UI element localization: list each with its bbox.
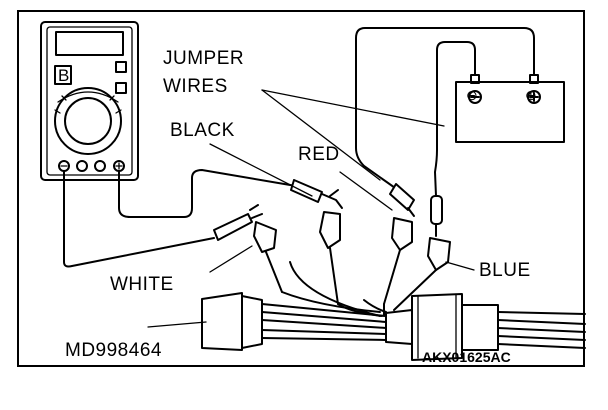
meter-lead-left bbox=[63, 170, 263, 268]
multimeter bbox=[40, 21, 139, 181]
meter-buttons-right bbox=[115, 61, 127, 94]
meter-mode-button bbox=[54, 65, 72, 85]
battery-negative-symbol: ⊖ bbox=[466, 87, 479, 103]
label-blue: BLUE bbox=[479, 260, 531, 281]
label-white: WHITE bbox=[110, 274, 174, 295]
meter-lead-right bbox=[118, 169, 343, 218]
harness-lead-bundle bbox=[281, 261, 387, 317]
jumper-wire-positive bbox=[355, 27, 535, 217]
figure-code: AKX01625AC bbox=[422, 349, 511, 365]
test-harness bbox=[201, 292, 586, 361]
clip-blue bbox=[393, 237, 451, 311]
figure-frame bbox=[17, 10, 585, 367]
meter-display bbox=[55, 31, 124, 56]
jumper-wire-negative bbox=[430, 41, 476, 237]
label-red: RED bbox=[298, 144, 340, 165]
label-wires: WIRES bbox=[163, 76, 228, 97]
clip-red bbox=[383, 217, 413, 305]
leader-lines bbox=[147, 89, 475, 328]
clip-white bbox=[253, 221, 283, 293]
label-tool-number: MD998464 bbox=[65, 340, 162, 361]
meter-jacks bbox=[58, 160, 125, 172]
clip-black bbox=[319, 211, 341, 305]
battery-positive-symbol: ⊕ bbox=[525, 87, 538, 103]
meter-mode-label: B bbox=[58, 66, 70, 85]
label-black: BLACK bbox=[170, 120, 235, 141]
label-jumper: JUMPER bbox=[163, 48, 245, 69]
meter-dial bbox=[54, 87, 122, 155]
battery bbox=[455, 74, 565, 143]
